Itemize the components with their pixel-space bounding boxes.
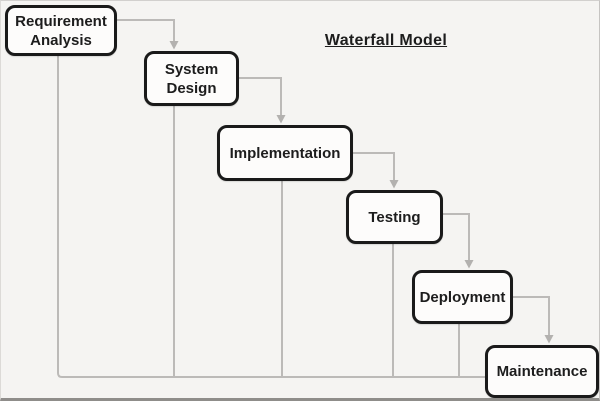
arrowhead-icon — [544, 335, 554, 344]
edge-design-to-implementation — [239, 77, 282, 115]
box-deployment: Deployment — [412, 270, 513, 324]
feedback-line-requirement-analysis — [57, 56, 485, 378]
edge-deployment-to-maintenance — [513, 296, 550, 335]
box-system-design: System Design — [144, 51, 239, 106]
arrowhead-icon — [169, 41, 179, 50]
box-implementation: Implementation — [217, 125, 353, 181]
box-requirement-analysis: Requirement Analysis — [5, 5, 117, 56]
edge-requirement-to-design — [117, 19, 175, 41]
box-maintenance: Maintenance — [485, 345, 599, 398]
diagram-title: Waterfall Model — [324, 32, 448, 49]
arrowhead-icon — [276, 115, 286, 124]
arrowhead-icon — [464, 260, 474, 269]
arrowhead-icon — [389, 180, 399, 189]
edge-testing-to-deployment — [443, 213, 470, 260]
edge-implementation-to-testing — [353, 152, 395, 180]
box-testing: Testing — [346, 190, 443, 244]
